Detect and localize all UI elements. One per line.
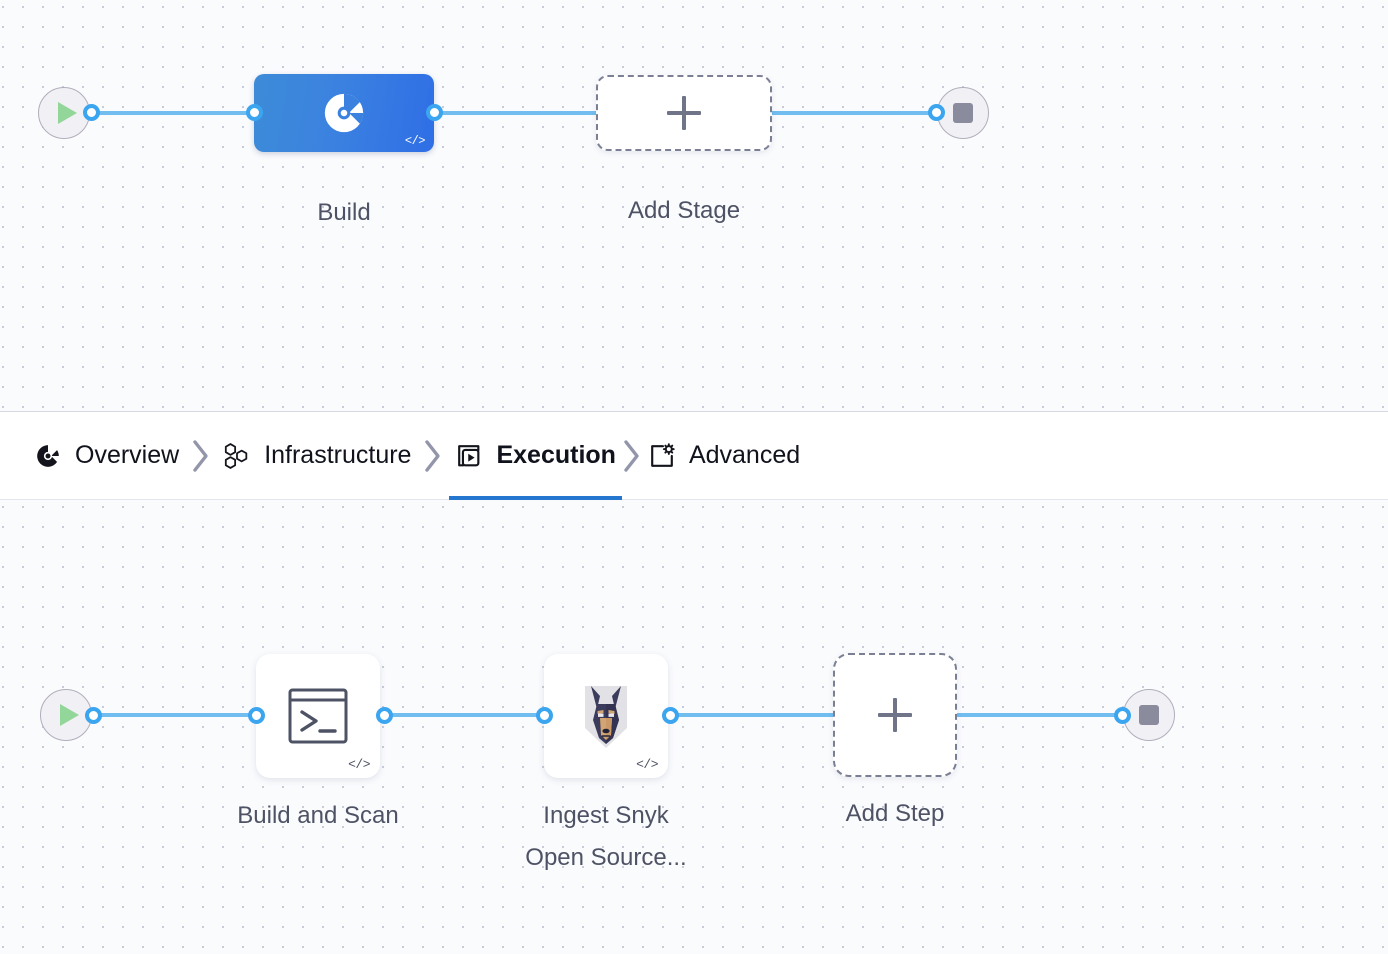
build-and-scan-output-port[interactable] [376, 707, 393, 724]
chevron-right-icon [415, 439, 451, 473]
stage-node-build[interactable]: </> [254, 74, 434, 152]
stop-icon [1139, 705, 1159, 725]
step-config-tabs[interactable]: Overview Infrastructure Execution [0, 411, 1388, 500]
add-step-button[interactable] [833, 653, 957, 777]
connector-buildscan-to-ingest [382, 713, 552, 717]
execution-end-input-port[interactable] [1114, 707, 1131, 724]
terminal-icon [288, 688, 348, 744]
ingest-snyk-output-port[interactable] [662, 707, 679, 724]
tab-overview-label: Overview [75, 441, 180, 469]
pipeline-start-node[interactable] [38, 87, 90, 139]
plus-icon [878, 698, 912, 732]
execution-end-node[interactable] [1123, 689, 1175, 741]
play-frame-icon [455, 442, 483, 470]
chevron-right-icon [620, 439, 644, 473]
step-node-ingest-snyk[interactable]: </> [544, 654, 668, 778]
execution-graph-canvas[interactable]: </> Build and Scan </ [0, 500, 1388, 954]
chevron-right-icon [183, 439, 219, 473]
plus-icon [667, 96, 701, 130]
add-step-label: Add Step [845, 800, 945, 827]
build-ci-icon [34, 442, 62, 470]
honeycomb-icon [223, 442, 251, 470]
connector-start-to-build [92, 111, 260, 115]
tab-execution[interactable]: Execution [449, 411, 623, 500]
connector-start-to-buildscan [94, 713, 264, 717]
stage-node-build-label: Build [317, 199, 371, 226]
build-ci-icon [324, 93, 364, 133]
execution-start-output-port[interactable] [85, 707, 102, 724]
build-input-port[interactable] [246, 104, 263, 121]
tab-overview[interactable]: Overview [30, 411, 183, 500]
stop-icon [953, 103, 973, 123]
play-icon [57, 102, 77, 124]
snyk-doberman-icon [585, 686, 627, 748]
connector-ingest-to-addstep [668, 713, 840, 717]
code-badge: </> [348, 757, 370, 772]
step-node-build-and-scan[interactable]: </> [256, 654, 380, 778]
start-output-port[interactable] [83, 104, 100, 121]
build-output-port[interactable] [426, 104, 443, 121]
connector-build-to-addstage [430, 111, 605, 115]
pipeline-end-node[interactable] [937, 87, 989, 139]
connector-addstage-to-end [768, 111, 946, 115]
step-node-build-and-scan-label: Build and Scan [237, 802, 399, 829]
stage-graph-canvas[interactable]: </> Build Add Stage [0, 0, 1388, 411]
tab-execution-label: Execution [496, 441, 616, 469]
step-node-ingest-snyk-label: Ingest Snyk Open Source... [525, 802, 687, 871]
build-and-scan-input-port[interactable] [248, 707, 265, 724]
code-badge: </> [404, 134, 426, 148]
add-stage-button[interactable] [596, 75, 772, 151]
tab-advanced-label: Advanced [688, 441, 801, 469]
tab-infrastructure-label: Infrastructure [264, 441, 412, 469]
end-input-port[interactable] [928, 104, 945, 121]
tab-infrastructure[interactable]: Infrastructure [219, 411, 415, 500]
add-stage-label: Add Stage [627, 197, 741, 224]
connector-addstep-to-end [956, 713, 1132, 717]
ingest-snyk-input-port[interactable] [536, 707, 553, 724]
tab-advanced[interactable]: Advanced [644, 411, 804, 500]
code-badge: </> [636, 757, 658, 772]
play-icon [59, 704, 79, 726]
frame-gear-icon [648, 442, 676, 470]
